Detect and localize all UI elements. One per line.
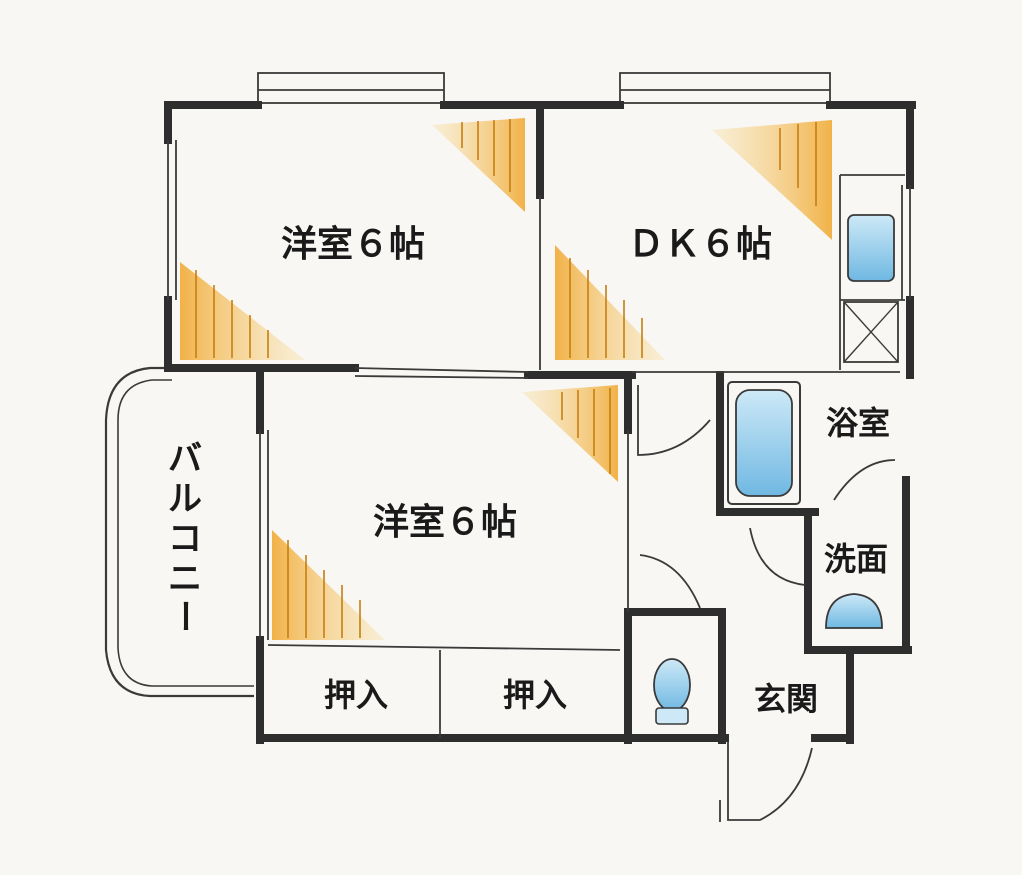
room-label-western-1: 洋室６帖 [281, 224, 425, 265]
window-north-2 [619, 72, 831, 104]
sunlight-wedge [432, 118, 525, 212]
balcony-char: バ [168, 439, 202, 479]
room-labels: 洋室６帖 ＤＫ６帖 洋室６帖 浴室 洗面 玄関 押入 押入 [281, 224, 890, 718]
room-label-dk: ＤＫ６帖 [628, 224, 772, 265]
bathtub [727, 381, 801, 505]
room-label-closet-1: 押入 [324, 676, 388, 714]
toilet [653, 658, 691, 725]
sunlight-wedges [180, 118, 832, 640]
room-label-washroom: 洗面 [824, 540, 888, 578]
balcony-char: コ [168, 519, 202, 559]
partitions [167, 140, 911, 822]
balcony-char: ル [168, 479, 202, 519]
balcony-label: バ ル コ ニ ー [164, 439, 204, 633]
sunlight-wedge [522, 385, 618, 482]
balcony-outline [104, 366, 254, 698]
sunlight-wedge [712, 120, 832, 240]
sunlight-wedge [180, 262, 305, 360]
balcony-char: ニ [168, 559, 202, 599]
walls [164, 101, 916, 744]
room-label-western-2: 洋室６帖 [373, 502, 517, 543]
balcony-char: ー [164, 599, 204, 633]
room-label-bath: 浴室 [826, 404, 890, 442]
wash-basin [825, 593, 883, 629]
window-north-1 [257, 72, 445, 104]
sunlight-wedge [272, 530, 385, 640]
room-label-entrance: 玄関 [754, 680, 818, 718]
sunlight-wedge [555, 245, 665, 360]
room-label-closet-2: 押入 [503, 676, 567, 714]
kitchen-fixtures [843, 214, 899, 363]
door-swings [637, 385, 896, 821]
